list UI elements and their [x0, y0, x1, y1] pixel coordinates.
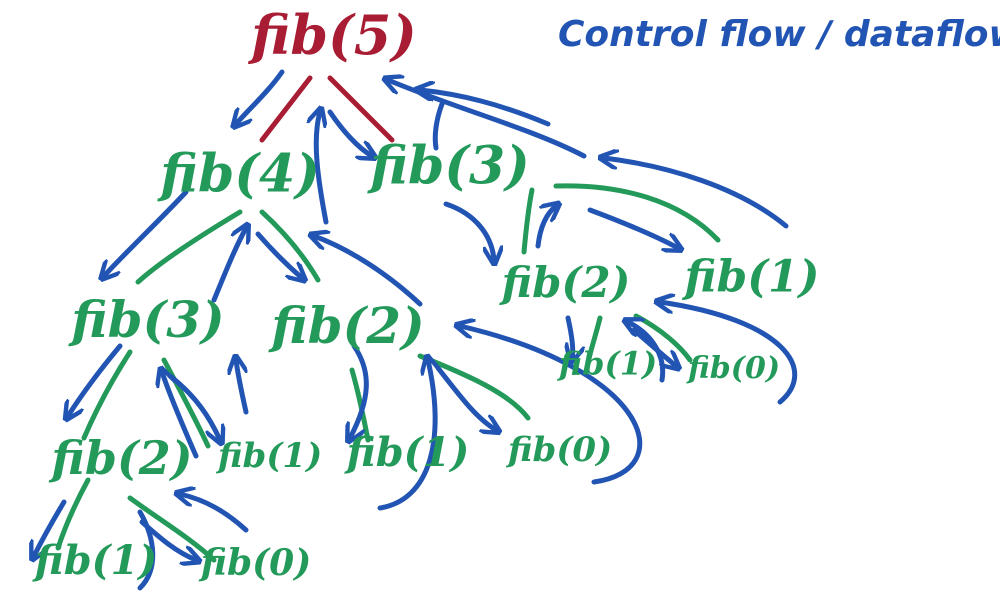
- return-arrow-2l-3l: [162, 372, 199, 459]
- tree-nodes: fib(5) fib(4) fib(3) fib(3) fib(2) fib(2…: [32, 3, 820, 584]
- node-fib2-bottom-left: fib(2): [48, 431, 192, 485]
- flow-stroke-b: [137, 509, 156, 591]
- node-fib0-right: fib(0): [686, 351, 780, 386]
- return-arrow-2-4: [314, 236, 423, 307]
- call-arrow-4-2: [255, 231, 302, 278]
- edge-fib2r-fib1: [585, 315, 603, 365]
- call-arrow-4-3: [104, 189, 189, 276]
- call-arrow-5-4: [236, 69, 285, 124]
- node-fib3-left: fib(3): [68, 290, 224, 349]
- return-arrow-3-4: [211, 228, 246, 303]
- call-arrow-2r-1: [568, 315, 573, 358]
- return-arrow-0-2m: [460, 326, 643, 485]
- node-fib1-bottom-left: fib(1): [32, 537, 158, 584]
- edge-fib3r-fib2: [521, 187, 535, 255]
- return-arrow-4-5: [316, 112, 329, 225]
- node-fib0-bottom-left: fib(0): [198, 542, 311, 584]
- node-fib1-left: fib(1): [215, 436, 322, 476]
- edge-fib3l-fib2: [81, 349, 133, 441]
- node-fib2-right: fib(2): [499, 258, 631, 307]
- node-fib4: fib(4): [156, 144, 320, 205]
- call-arrow-5-3: [327, 109, 372, 156]
- call-arrow-2l-1: [34, 499, 67, 556]
- node-fib3-right: fib(3): [366, 136, 530, 197]
- return-arrow-1-3r: [604, 158, 789, 229]
- call-arrow-3l-1: [167, 373, 220, 440]
- call-arrow-2m-1: [350, 343, 369, 438]
- edge-fib2l-fib1: [55, 477, 91, 551]
- call-arrow-3l-2l: [68, 343, 123, 416]
- return-arrow-2r-3r: [535, 206, 556, 249]
- node-fib1-right: fib(1): [681, 252, 819, 303]
- root-edge-left: [259, 75, 313, 143]
- return-arrow-1-2r: [628, 322, 666, 383]
- node-fib1-right-small: fib(1): [557, 345, 657, 383]
- return-arrow-0-2r: [660, 302, 798, 405]
- edge-fib2l-fib0: [127, 495, 217, 563]
- call-arrow-3r-2r: [443, 201, 494, 260]
- call-arrow-3r-1: [587, 207, 678, 248]
- call-arrow-2m-0: [435, 365, 496, 430]
- node-fib2-middle: fib(2): [268, 296, 424, 355]
- flow-stroke-a: [432, 101, 445, 151]
- node-fib0-middle: fib(0): [505, 430, 612, 470]
- return-arrow-1-3l: [236, 360, 249, 415]
- return-arrow-3-5b: [420, 90, 551, 127]
- edge-fib4-fib3: [135, 209, 243, 285]
- control-flow-arrows: [34, 69, 798, 591]
- edge-fib4-fib2: [259, 209, 321, 283]
- return-arrow-1-2m: [377, 360, 435, 511]
- node-fib5: fib(5): [247, 3, 417, 67]
- root-edge-right: [327, 75, 395, 143]
- node-fib1-middle: fib(1): [344, 429, 470, 476]
- diagram-title: Control flow / dataflow: [558, 14, 1000, 55]
- edge-fib3r-fib1: [553, 183, 721, 243]
- return-arrow-0-2l: [180, 494, 249, 533]
